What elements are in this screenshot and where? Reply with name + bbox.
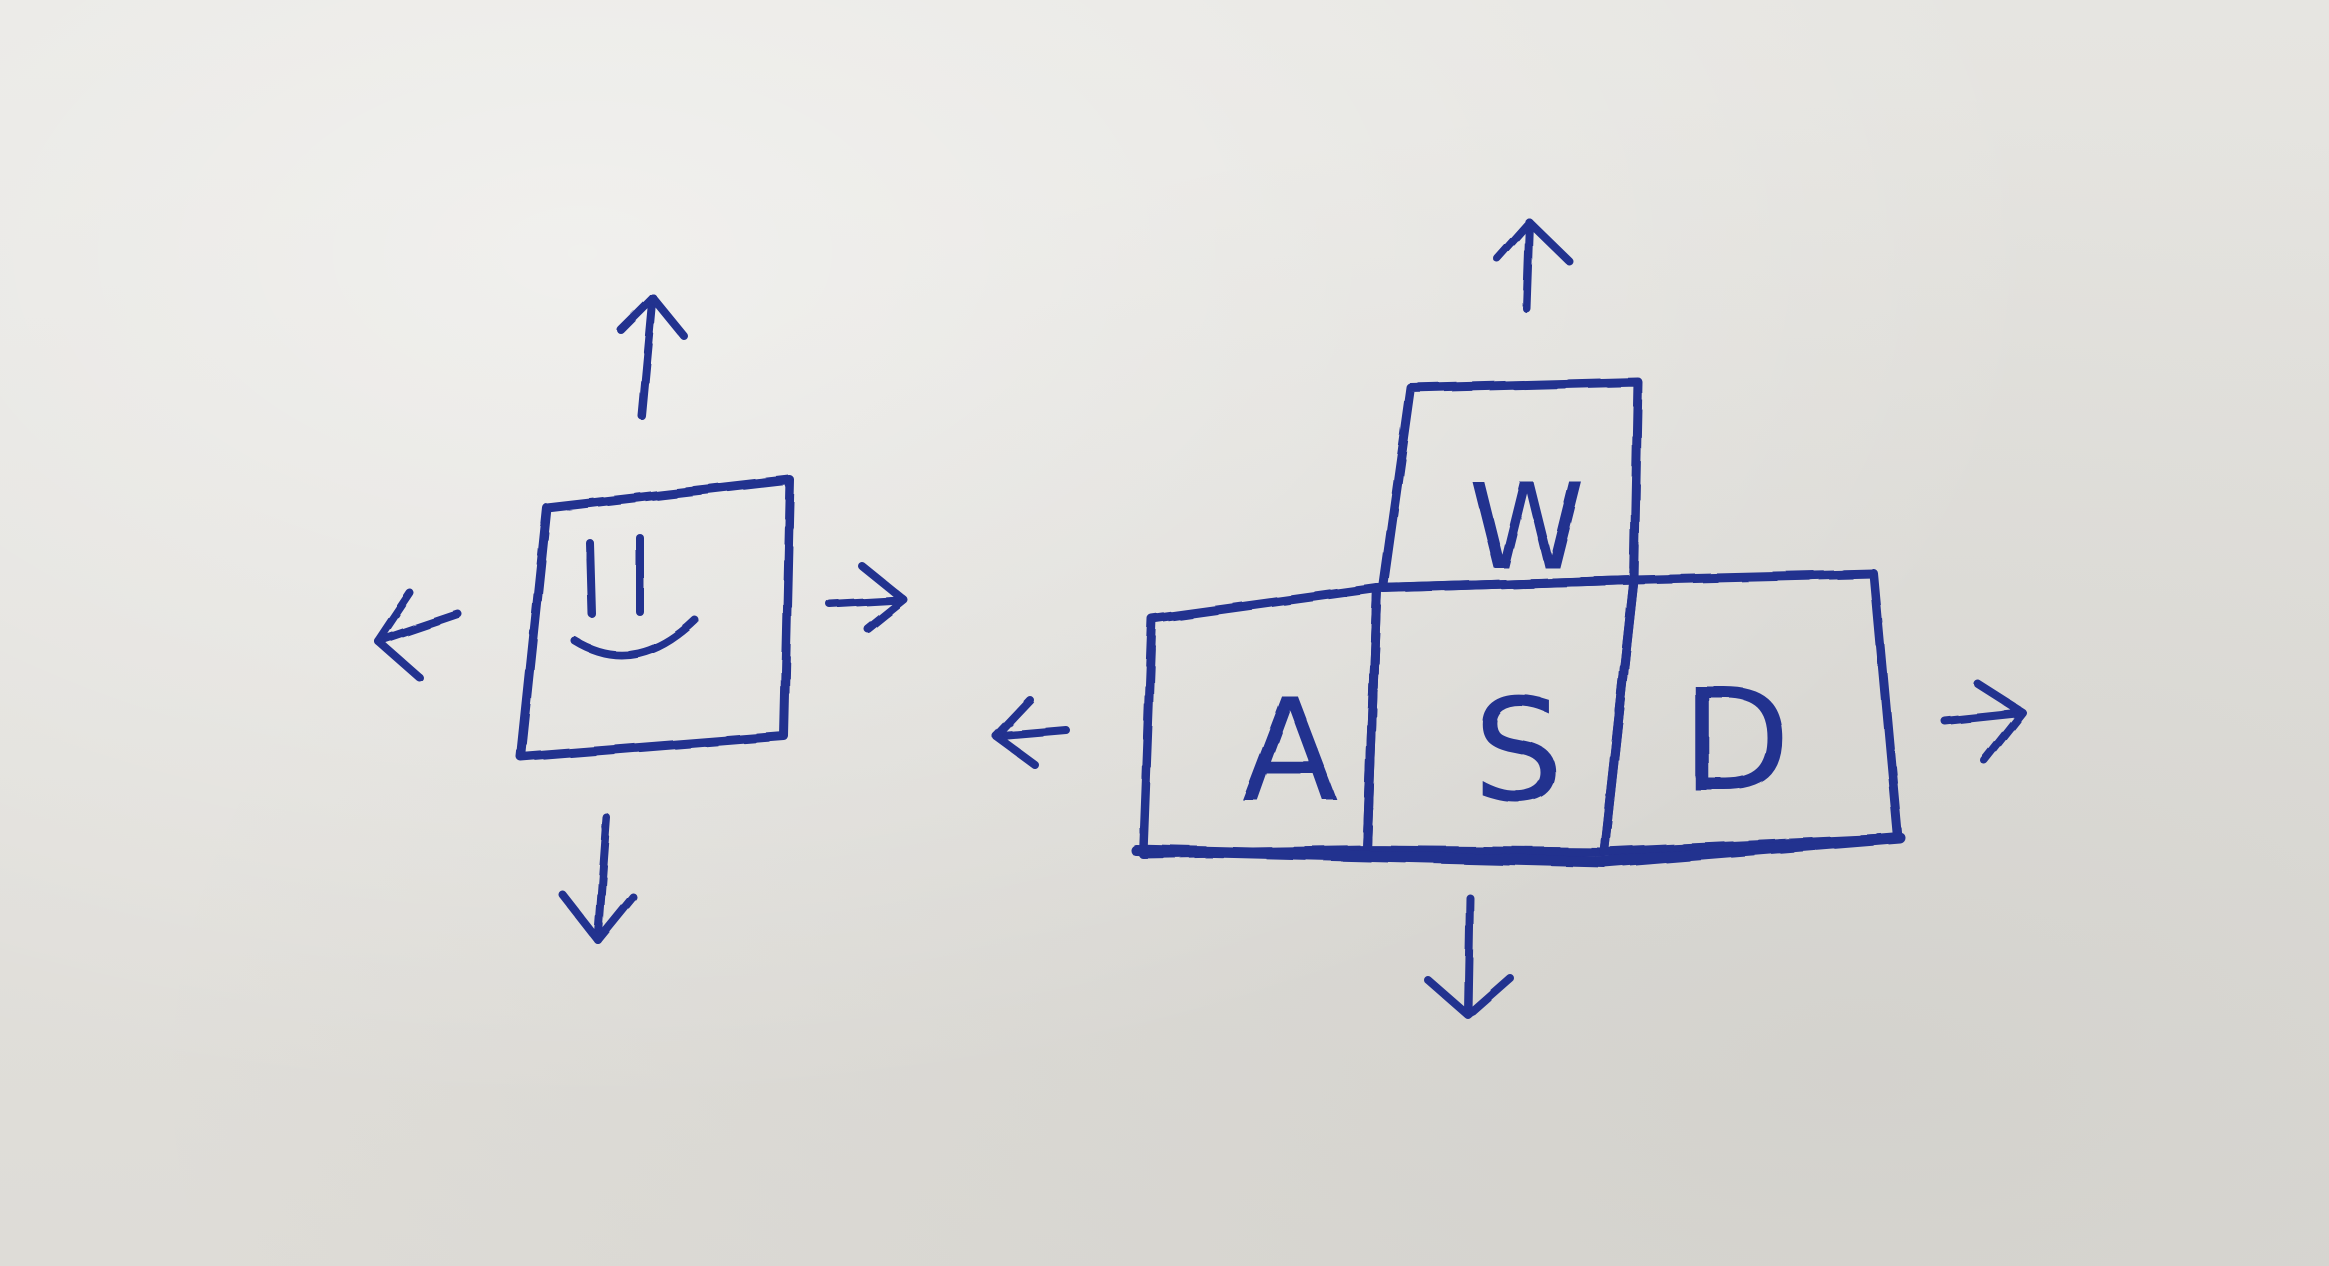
- key-s-label: S: [1473, 669, 1563, 834]
- arrow-down-icon: [558, 814, 637, 944]
- key-s: S: [1362, 575, 1639, 857]
- arrow-left-icon: [374, 589, 462, 682]
- key-w-label: W: [1469, 458, 1586, 596]
- arrow-right-icon: [1940, 680, 2026, 764]
- wasd-diagram: W A S D: [992, 218, 2026, 1019]
- key-w: W: [1378, 377, 1643, 596]
- smiley-face-icon: [571, 534, 699, 660]
- key-d-label: D: [1681, 659, 1790, 824]
- key-a-label: A: [1241, 669, 1338, 834]
- key-a: A: [1138, 583, 1382, 859]
- character-box: [516, 475, 795, 762]
- key-base-line: [1130, 832, 1906, 868]
- arrow-up-icon: [1493, 218, 1574, 312]
- arrow-left-icon: [992, 696, 1070, 768]
- arrow-up-icon: [617, 294, 688, 420]
- arrow-right-icon: [826, 562, 908, 633]
- arrow-down-icon: [1424, 894, 1514, 1019]
- key-d: D: [1599, 569, 1903, 857]
- character-diagram: [374, 294, 908, 944]
